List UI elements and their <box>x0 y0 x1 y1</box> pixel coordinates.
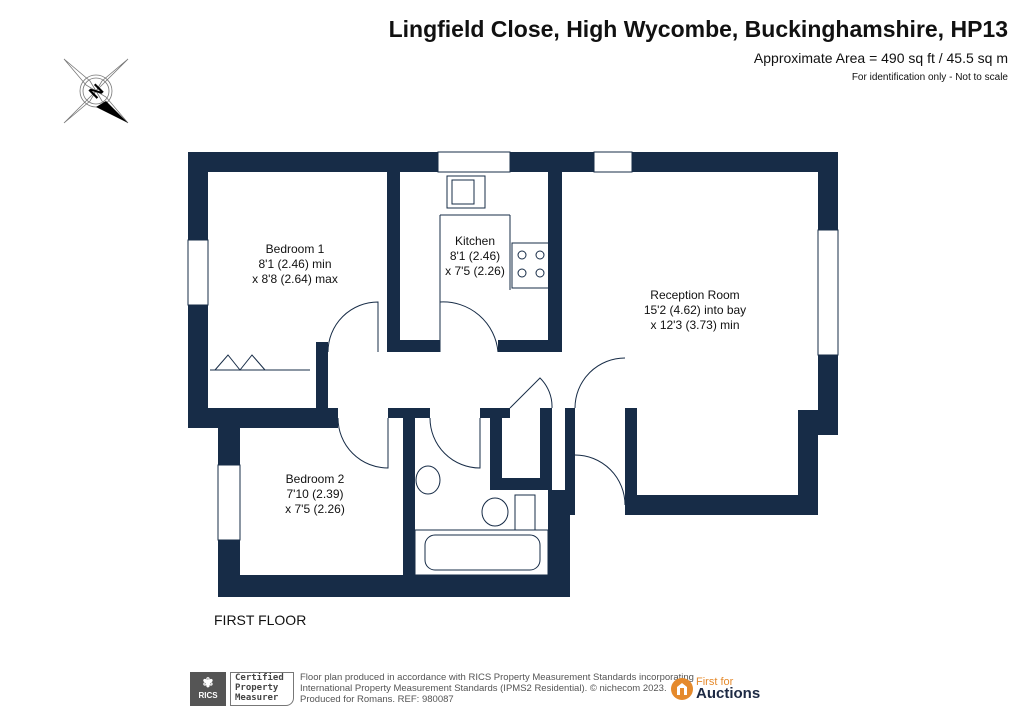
page-title: Lingfield Close, High Wycombe, Buckingha… <box>388 16 1008 42</box>
house-logo-icon <box>671 678 693 700</box>
legal-text: Floor plan produced in accordance with R… <box>300 672 694 705</box>
room-dimension: 8'1 (2.46) min <box>258 257 332 271</box>
room-name: Reception Room <box>650 288 740 302</box>
room-name: Bedroom 2 <box>285 472 345 486</box>
scale-note: For identification only - Not to scale <box>851 72 1008 83</box>
room-reception: Reception Room 15'2 (4.62) into bay x 12… <box>620 288 770 333</box>
room-kitchen: Kitchen 8'1 (2.46) x 7'5 (2.26) <box>430 234 520 279</box>
approximate-area: Approximate Area = 490 sq ft / 45.5 sq m <box>753 50 1008 66</box>
rics-logo: ✾RICS <box>190 672 226 706</box>
room-dimension: 7'10 (2.39) <box>286 487 344 501</box>
room-dimension: 8'1 (2.46) <box>449 249 501 263</box>
room-name: Bedroom 1 <box>265 242 325 256</box>
compass-icon: N <box>63 58 129 124</box>
room-name: Kitchen <box>454 234 496 248</box>
room-dimension: x 7'5 (2.26) <box>285 502 345 516</box>
first-for-auctions-logo: First for Auctions <box>670 676 760 707</box>
room-bedroom-1: Bedroom 1 8'1 (2.46) min x 8'8 (2.64) ma… <box>230 242 360 287</box>
floor-label: FIRST FLOOR <box>214 612 307 628</box>
room-dimension: x 7'5 (2.26) <box>445 264 505 278</box>
room-bedroom-2: Bedroom 2 7'10 (2.39) x 7'5 (2.26) <box>260 472 370 517</box>
room-dimension: x 8'8 (2.64) max <box>252 272 338 286</box>
room-dimension: x 12'3 (3.73) min <box>650 318 740 332</box>
room-dimension: 15'2 (4.62) into bay <box>643 303 747 317</box>
